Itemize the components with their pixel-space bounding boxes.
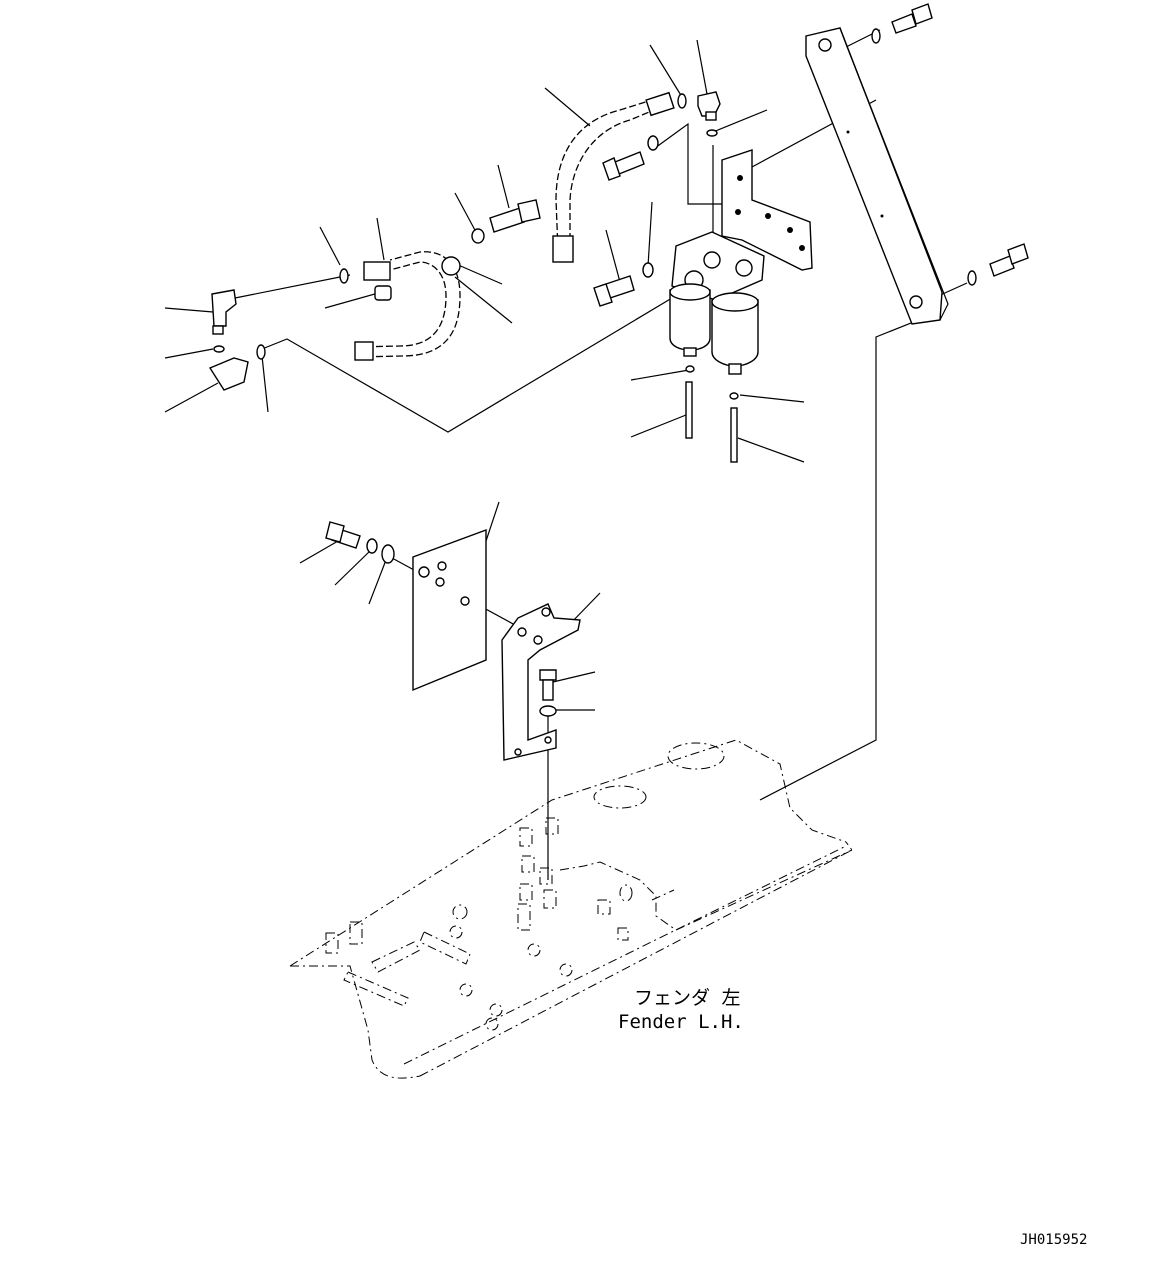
hose-fittings (339, 268, 392, 301)
mounting-plate (412, 528, 487, 692)
filter-bracket (721, 149, 813, 271)
bolt-hose-clamp (471, 199, 541, 244)
fuel-filter-head (671, 231, 765, 301)
fuel-hose-long (552, 91, 675, 263)
fender-label-en: Fender L.H. (618, 1011, 744, 1033)
bolt-top-right (871, 3, 933, 44)
fuel-hose-curved (354, 251, 461, 361)
bolt-mid-right (967, 243, 1029, 286)
drain-tubes (685, 365, 739, 463)
fuel-filter-cartridge-left (669, 283, 711, 357)
tall-bracket (501, 603, 581, 761)
bolt-tall-bracket (539, 669, 557, 717)
fender-outline (289, 739, 853, 1079)
bolt-filter-top (602, 135, 659, 181)
bolt-plate (325, 521, 395, 564)
long-support-bracket (805, 27, 949, 325)
elbow-fitting-top (677, 91, 721, 137)
elbow-fitting-left (208, 289, 266, 391)
fuel-filter-cartridge-right (711, 292, 759, 375)
bolt-filter-head (593, 262, 654, 307)
drawing-code: JH015952 (1020, 1232, 1087, 1248)
fender-label-jp: フェンダ 左 (634, 987, 740, 1009)
